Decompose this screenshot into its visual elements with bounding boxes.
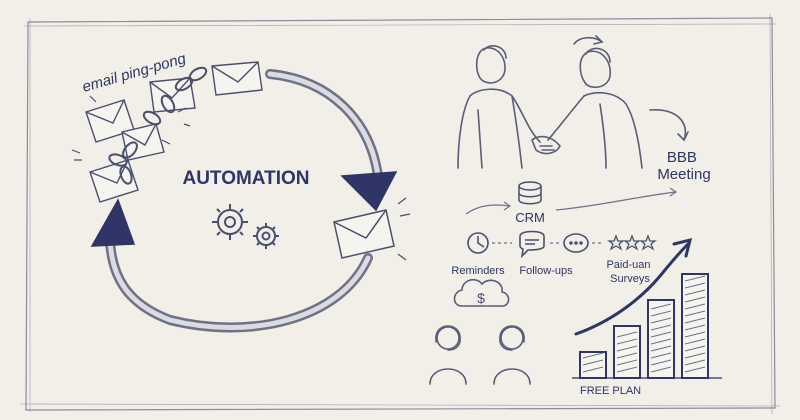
chart-bar-hatch <box>616 345 638 352</box>
envelope-icon <box>333 209 395 259</box>
sketch-frame <box>19 13 781 415</box>
spark-lines <box>71 95 191 161</box>
chat-bubble-icon <box>519 230 545 259</box>
automation-cycle: AUTOMATION <box>90 69 411 333</box>
dollar-icon: $ <box>477 290 485 306</box>
chart-bar-hatch <box>684 366 706 373</box>
gear-icon <box>212 204 248 240</box>
chart-bar-hatch <box>582 352 604 359</box>
chart-bar-hatch <box>650 317 672 324</box>
clock-icon <box>467 232 489 254</box>
money-cloud-icon <box>453 278 510 307</box>
chart-bar-hatch <box>684 338 706 345</box>
chart-bar-hatch <box>616 352 638 359</box>
person-left-head <box>475 47 506 84</box>
chat-dots-icon <box>563 233 589 253</box>
growth-arrow-icon <box>574 237 693 336</box>
chart-bar-hatch <box>616 331 638 338</box>
meeting-label-line1: BBB <box>667 149 697 166</box>
email-ping-pong-group: email ping-pong <box>71 50 263 203</box>
chart-bar-hatch <box>684 317 706 324</box>
chart-bar-hatch <box>650 359 672 366</box>
chart-bar-hatch <box>650 345 672 352</box>
chart-bar <box>681 273 709 379</box>
chart-bar-hatch <box>582 359 604 366</box>
person-right-head <box>579 50 612 89</box>
step-label-surveys-line2: Surveys <box>610 273 650 285</box>
crm-label: CRM <box>515 210 545 225</box>
support-agents: $ <box>429 278 531 385</box>
chart-bar-hatch <box>684 352 706 359</box>
chart-bar-hatch <box>582 366 604 373</box>
chart-bar-hatch <box>650 324 672 331</box>
automation-label: AUTOMATION <box>182 168 309 189</box>
chart-bar <box>613 325 641 379</box>
chart-bar-hatch <box>650 366 672 373</box>
chart-bar-hatch <box>684 275 706 282</box>
chart-bar-hatch <box>684 324 706 331</box>
chart-bar-hatch <box>650 352 672 359</box>
chart-bar-hatch <box>684 331 706 338</box>
steps-row: Reminders Follow-ups Paid-uan Surveys <box>451 230 657 285</box>
chart-bar-hatch <box>684 303 706 310</box>
step-label-reminders: Reminders <box>451 265 505 277</box>
chart-bar-hatch <box>616 366 638 373</box>
cycle-arrow-icon <box>90 198 373 333</box>
cycle-arrow-icon <box>265 69 398 212</box>
spark-lines <box>397 197 411 261</box>
step-label-follow-ups: Follow-ups <box>519 265 573 277</box>
chart-bar-hatch <box>684 345 706 352</box>
step-label-surveys-line1: Paid-uan <box>606 259 650 271</box>
chart-bars <box>579 273 709 379</box>
chart-bar-hatch <box>616 359 638 366</box>
meeting-label: BBB Meeting <box>657 149 710 183</box>
chart-bar-hatch <box>650 303 672 310</box>
handshake-illustration <box>457 35 689 169</box>
chart-bar-hatch <box>684 310 706 317</box>
envelope-icon <box>121 123 165 161</box>
gear-icon <box>253 223 279 249</box>
chart-bar-hatch <box>684 359 706 366</box>
free-plan-label: FREE PLAN <box>580 385 641 397</box>
envelope-icon <box>149 77 196 113</box>
chart-bar-hatch <box>684 296 706 303</box>
crm-flow-lines <box>465 187 678 215</box>
crm-database-icon <box>518 181 542 205</box>
chain-icon <box>108 66 208 185</box>
meeting-label-line2: Meeting <box>657 166 710 183</box>
chart-bar-hatch <box>616 338 638 345</box>
stars-icon <box>607 234 657 251</box>
growth-bar-chart <box>572 237 722 379</box>
envelope-icon <box>211 61 263 96</box>
chart-bar <box>579 351 607 379</box>
chart-bar-hatch <box>650 338 672 345</box>
chart-bar-hatch <box>650 331 672 338</box>
chart-bar-hatch <box>684 282 706 289</box>
chart-bar-hatch <box>684 289 706 296</box>
step-label-surveys: Paid-uan Surveys <box>606 259 653 285</box>
chart-bar-hatch <box>650 310 672 317</box>
